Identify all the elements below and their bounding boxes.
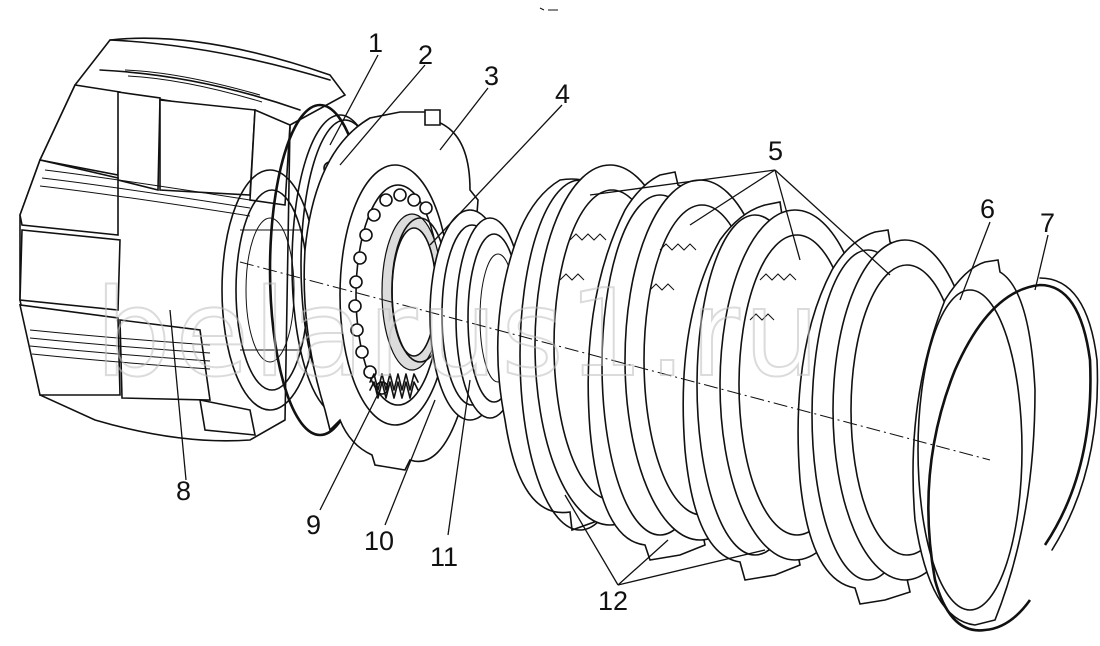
callout-1: 1 <box>368 28 383 58</box>
callout-4: 4 <box>555 79 570 109</box>
end-plate-part-6 <box>912 259 1036 626</box>
callout-7: 7 <box>1040 208 1055 238</box>
callout-3: 3 <box>484 61 499 91</box>
callout-5: 5 <box>768 136 783 166</box>
callout-6: 6 <box>980 194 995 224</box>
callout-9: 9 <box>306 510 321 540</box>
callout-8: 8 <box>176 476 191 506</box>
callout-12: 12 <box>598 586 628 616</box>
leader-lines <box>169 54 1049 586</box>
disc-stack <box>496 164 978 605</box>
spring-part-9 <box>369 373 419 399</box>
callout-labels: 1 2 3 4 5 6 7 8 9 10 11 12 <box>176 28 1055 616</box>
callout-2: 2 <box>418 40 433 70</box>
ball-holes <box>348 188 433 395</box>
top-mark <box>539 7 558 11</box>
callout-11: 11 <box>430 542 458 572</box>
watermark: belarus1.ru <box>95 265 824 404</box>
callout-10: 10 <box>364 526 394 556</box>
snap-ring-part-7 <box>927 277 1099 632</box>
center-axis <box>239 261 991 461</box>
clutch-drum-part-8 <box>18 37 347 442</box>
